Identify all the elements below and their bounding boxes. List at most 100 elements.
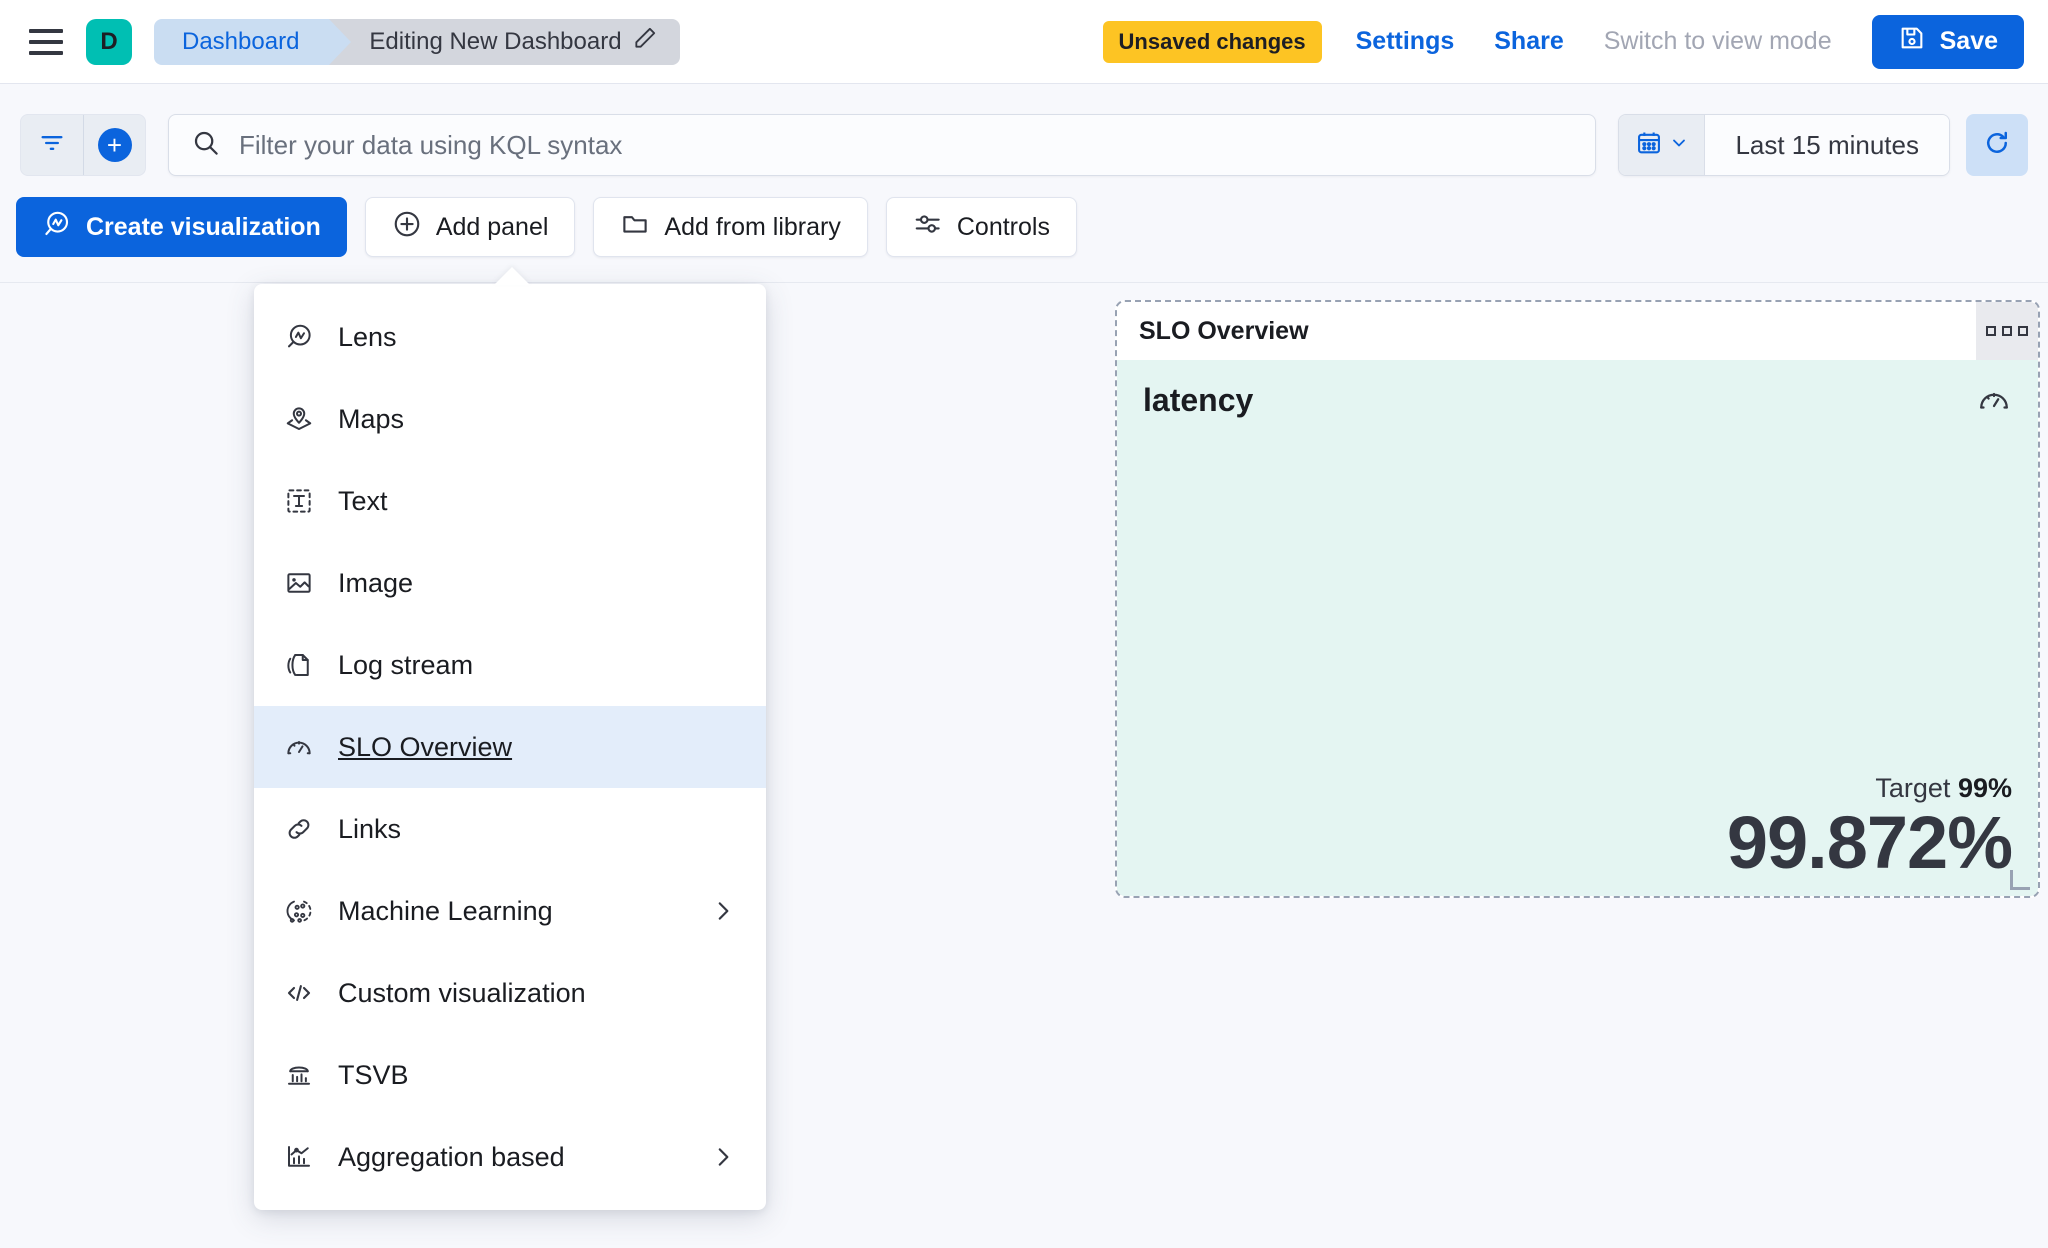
filter-icon xyxy=(38,129,66,162)
hamburger-bar xyxy=(29,50,63,55)
date-quick-select-button[interactable] xyxy=(1619,115,1706,175)
menu-square xyxy=(2018,326,2028,336)
menu-item-label: Custom visualization xyxy=(338,977,586,1008)
slo-overview-panel[interactable]: SLO Overview latency Target 99% 99.87 xyxy=(1115,300,2040,898)
editing-toolbar: Create visualization Add panel Add from … xyxy=(16,197,1077,257)
menu-item-tsvb[interactable]: TSVB xyxy=(254,1034,766,1116)
breadcrumb-dashboard[interactable]: Dashboard xyxy=(154,18,352,65)
calendar-icon xyxy=(1635,129,1663,162)
chevron-right-icon xyxy=(710,1144,736,1170)
menu-item-label: SLO Overview xyxy=(338,731,513,762)
add-filter-button[interactable]: + xyxy=(83,115,145,175)
controls-label: Controls xyxy=(956,212,1050,241)
app-header: D Dashboard Editing New Dashboard Unsave… xyxy=(0,0,2048,84)
panel-body: latency Target 99% 99.872% xyxy=(1117,360,2038,896)
add-from-library-button[interactable]: Add from library xyxy=(593,197,868,257)
save-button[interactable]: Save xyxy=(1871,14,2024,69)
lens-icon xyxy=(284,322,314,352)
breadcrumb: Dashboard Editing New Dashboard xyxy=(154,18,680,65)
text-box-icon xyxy=(284,486,314,516)
menu-item-label: Links xyxy=(338,813,402,844)
unsaved-changes-badge[interactable]: Unsaved changes xyxy=(1102,20,1322,63)
link-icon xyxy=(284,814,314,844)
menu-item-label: Log stream xyxy=(338,649,474,680)
create-visualization-label: Create visualization xyxy=(86,212,321,241)
breadcrumb-dashboard-label: Dashboard xyxy=(182,27,300,55)
menu-item-label: Image xyxy=(338,567,414,598)
folder-icon xyxy=(620,209,650,246)
gauge-icon xyxy=(1976,382,2012,423)
search-input[interactable]: Filter your data using KQL syntax xyxy=(168,114,1597,176)
hamburger-bar xyxy=(29,39,63,44)
panel-resize-handle[interactable] xyxy=(2010,870,2030,890)
ml-icon xyxy=(284,896,314,926)
search-input-placeholder: Filter your data using KQL syntax xyxy=(239,129,623,160)
hamburger-icon[interactable] xyxy=(24,20,68,64)
filter-options-button[interactable] xyxy=(21,115,83,175)
pencil-icon[interactable] xyxy=(632,25,658,58)
refresh-button[interactable] xyxy=(1966,114,2028,176)
save-disk-icon xyxy=(1898,24,1926,59)
switch-to-view-mode-link[interactable]: Switch to view mode xyxy=(1603,27,1832,55)
map-marker-icon xyxy=(284,404,314,434)
hamburger-bar xyxy=(29,28,63,33)
menu-item-label: Maps xyxy=(338,403,405,434)
save-button-label: Save xyxy=(1939,27,1998,55)
controls-button[interactable]: Controls xyxy=(885,197,1077,257)
menu-item-text[interactable]: Text xyxy=(254,460,766,542)
plus-circle-outline-icon xyxy=(392,209,422,246)
menu-item-custom-visualization[interactable]: Custom visualization xyxy=(254,952,766,1034)
menu-item-label: Lens xyxy=(338,321,397,352)
plus-circle-icon: + xyxy=(97,128,132,162)
share-link[interactable]: Share xyxy=(1494,27,1564,55)
menu-square xyxy=(2002,326,2012,336)
image-icon xyxy=(284,568,314,598)
gauge-icon xyxy=(284,732,314,762)
panel-title: SLO Overview xyxy=(1139,316,1309,345)
panel-context-menu-icon[interactable] xyxy=(1976,302,2038,360)
tsvb-icon xyxy=(284,1060,314,1090)
menu-item-machine-learning[interactable]: Machine Learning xyxy=(254,870,766,952)
log-stream-icon xyxy=(284,650,314,680)
popover-arrow xyxy=(494,267,530,285)
slo-target-value: 99% xyxy=(1957,773,2012,803)
settings-link[interactable]: Settings xyxy=(1355,27,1455,55)
refresh-icon xyxy=(1982,128,2012,163)
menu-item-aggregation-based[interactable]: Aggregation based xyxy=(254,1116,766,1198)
breadcrumb-editing-label: Editing New Dashboard xyxy=(369,27,622,55)
menu-item-lens[interactable]: Lens xyxy=(254,296,766,378)
add-panel-button[interactable]: Add panel xyxy=(364,197,576,257)
menu-item-label: Text xyxy=(338,485,388,516)
add-panel-label: Add panel xyxy=(435,212,549,241)
slo-target: Target 99% xyxy=(1727,773,2012,804)
menu-item-links[interactable]: Links xyxy=(254,788,766,870)
chevron-right-icon xyxy=(710,898,736,924)
menu-item-maps[interactable]: Maps xyxy=(254,378,766,460)
chevron-down-icon xyxy=(1669,133,1689,158)
menu-item-slo-overview[interactable]: SLO Overview xyxy=(254,706,766,788)
menu-item-image[interactable]: Image xyxy=(254,542,766,624)
menu-square xyxy=(1986,326,1996,336)
menu-item-label: Machine Learning xyxy=(338,895,553,926)
filter-controls-group: + xyxy=(20,114,146,176)
space-avatar[interactable]: D xyxy=(86,18,132,65)
menu-item-log-stream[interactable]: Log stream xyxy=(254,624,766,706)
search-icon xyxy=(191,128,221,163)
slo-metrics: Target 99% 99.872% xyxy=(1726,773,2013,884)
date-range-value[interactable]: Last 15 minutes xyxy=(1705,115,1949,175)
add-panel-menu: Lens Maps Text xyxy=(254,267,766,1210)
menu-item-label: Aggregation based xyxy=(338,1141,565,1172)
breadcrumb-editing-title[interactable]: Editing New Dashboard xyxy=(329,18,680,65)
date-picker: Last 15 minutes xyxy=(1618,114,1950,176)
sliders-icon xyxy=(913,209,943,246)
code-icon xyxy=(284,978,314,1008)
query-bar: + Filter your data using KQL syntax xyxy=(0,85,2048,205)
slo-sli-value: 99.872% xyxy=(1726,801,2013,884)
menu-item-label: TSVB xyxy=(338,1059,409,1090)
slo-target-label: Target xyxy=(1875,773,1951,803)
aggregation-icon xyxy=(284,1142,314,1172)
panel-header: SLO Overview xyxy=(1117,302,2038,360)
create-visualization-button[interactable]: Create visualization xyxy=(16,197,347,257)
add-from-library-label: Add from library xyxy=(664,212,841,241)
lens-icon xyxy=(42,209,72,246)
